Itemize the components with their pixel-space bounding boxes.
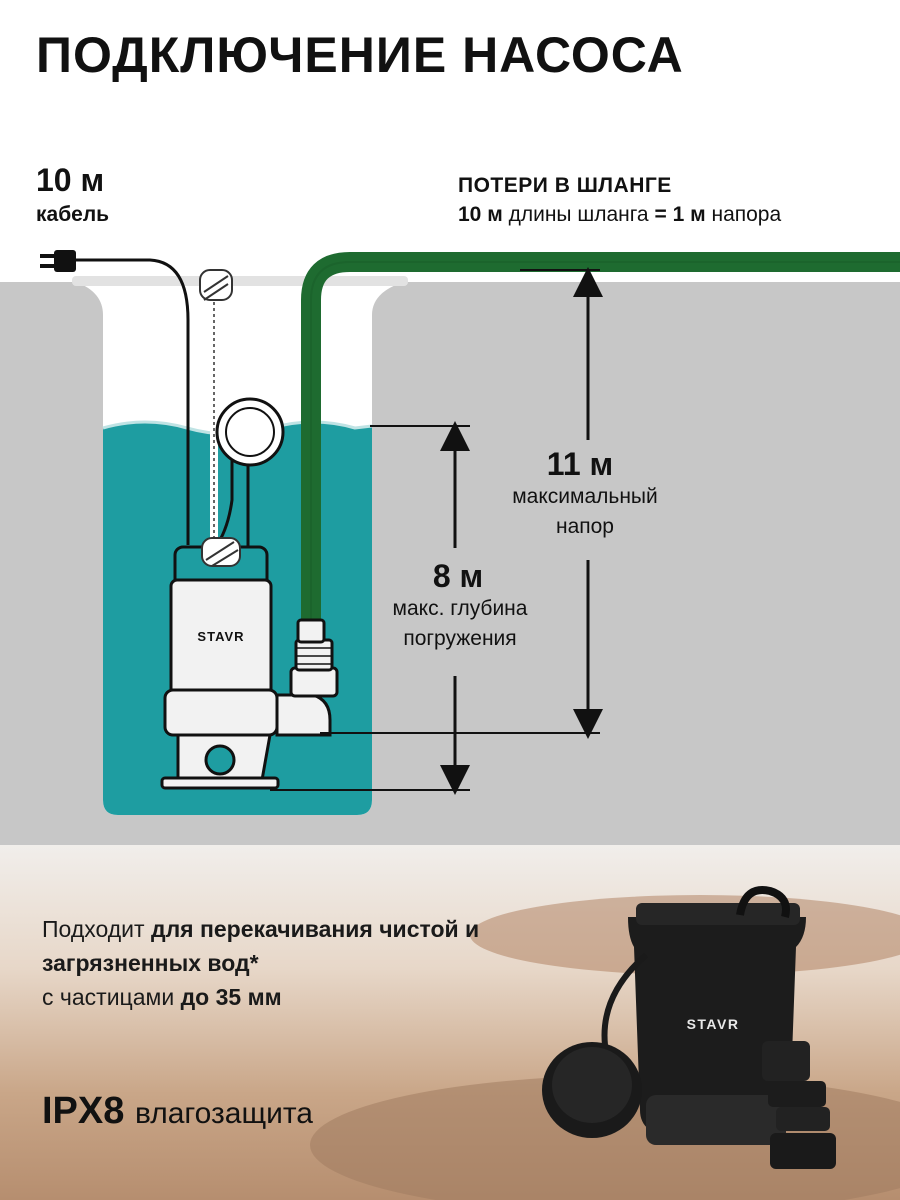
hose-loss-text: 10 м длины шланга = 1 м напора [458, 203, 781, 227]
protection-rating-label: влагозащита [134, 1097, 313, 1130]
product-brand-label: STAVR [687, 1016, 740, 1032]
max-head-label-line1: максимальный [512, 485, 658, 508]
description-bold2: до 35 мм [180, 984, 282, 1010]
protection-rating-value: IPX8 [42, 1090, 125, 1132]
max-depth-label-line1: макс. глубина [392, 597, 528, 620]
page-title: ПОДКЛЮЧЕНИЕ НАСОСА [36, 27, 684, 83]
hose-length-value: 10 м [458, 203, 503, 226]
well-rim [72, 276, 408, 286]
hose-loss-end: напора [711, 203, 782, 226]
hose-loss-equals: = [654, 203, 667, 226]
max-depth-label: макс. глубина погружения [360, 594, 560, 654]
rope-knot-pump [201, 537, 241, 567]
pump-icon [160, 545, 339, 790]
cable-length-value: 10 м [36, 162, 105, 198]
discharge-hose [301, 252, 900, 630]
max-head-label-line2: напор [555, 515, 614, 538]
float-switch-icon [215, 397, 285, 467]
description-bold1: для перекачивания чистой и загрязненных … [42, 916, 480, 976]
max-depth-value: 8 м [432, 558, 484, 594]
cable-length-label: кабель [36, 203, 110, 226]
pump-brand-label: STAVR [197, 629, 244, 644]
power-cable [75, 258, 190, 545]
description-part2: с частицами [42, 984, 175, 1010]
hose-loss-head-value: 1 м [672, 203, 706, 226]
hose-shade [310, 261, 900, 630]
hose-loss-title: ПОТЕРИ В ШЛАНГЕ [458, 174, 672, 197]
product-description: Подходит для перекачивания чистой и загр… [42, 912, 502, 1014]
description-part1: Подходит [42, 916, 145, 942]
hose-loss-mid: длины шланга [508, 203, 649, 226]
product-pump-icon [628, 886, 836, 1169]
product-float-switch-icon [542, 952, 648, 1138]
max-head-value: 11 м [546, 446, 614, 482]
max-head-label: максимальный напор [470, 482, 700, 542]
protection-rating: IPX8 влагозащита [42, 1090, 313, 1133]
rope-knot-top [199, 269, 233, 301]
pump-connection-diagram: STAVR [0, 250, 900, 845]
product-photo-art: STAVR [310, 886, 900, 1200]
max-depth-label-line2: погружения [403, 627, 517, 650]
plug-icon [40, 250, 76, 272]
product-photo: STAVR [0, 845, 900, 1200]
